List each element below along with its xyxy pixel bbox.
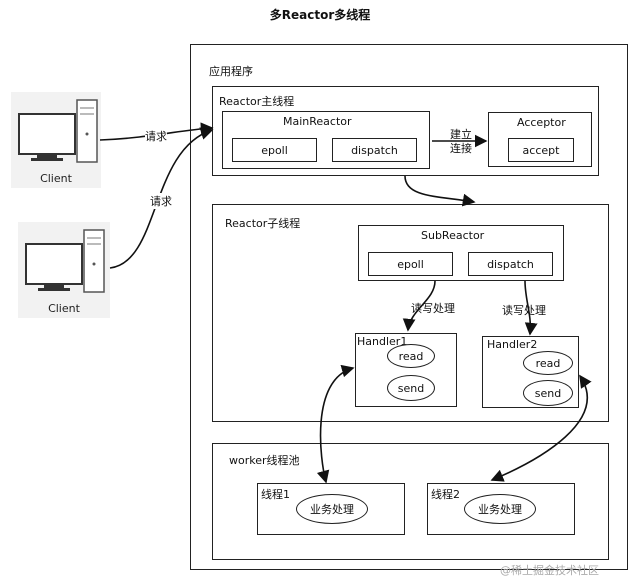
main-dispatch-box: dispatch — [332, 138, 417, 162]
client-1: Client — [11, 92, 101, 188]
handler2-read: read — [523, 351, 573, 375]
diagram-title: 多Reactor多线程 — [269, 8, 371, 22]
handler1-label: Handler1 — [357, 335, 408, 348]
thread2-label: 线程2 — [431, 488, 460, 501]
handler2-label: Handler2 — [487, 338, 538, 351]
client-1-label: Client — [40, 172, 72, 185]
connect-label-1: 建立 — [450, 128, 472, 141]
handler1-thread1-arrow — [316, 364, 355, 484]
computer-icon — [18, 99, 98, 163]
sub-epoll-box: epoll — [368, 252, 453, 276]
application-label: 应用程序 — [209, 65, 253, 78]
handler1-send: send — [387, 375, 435, 401]
dispatch-to-handler2-arrow — [524, 280, 538, 336]
worker-pool-label: worker线程池 — [229, 454, 300, 467]
request-label-2: 请求 — [150, 193, 172, 209]
main-reactor-label: MainReactor — [283, 115, 352, 128]
connect-label-2: 连接 — [450, 142, 472, 155]
dispatch-to-handler1-arrow — [402, 280, 436, 332]
main-to-sub-arrow — [404, 175, 476, 207]
main-epoll-box: epoll — [232, 138, 317, 162]
handler1-read: read — [387, 344, 435, 368]
thread1-task: 业务处理 — [296, 494, 368, 524]
client-2-label: Client — [48, 302, 80, 315]
watermark: @稀土掘金技术社区 — [500, 564, 599, 577]
sub-thread-label: Reactor子线程 — [225, 217, 301, 230]
accept-box: accept — [508, 138, 574, 162]
handler2-thread2-arrow — [490, 374, 592, 482]
acceptor-label: Acceptor — [517, 116, 566, 129]
main-thread-label: Reactor主线程 — [219, 95, 295, 108]
sub-dispatch-box: dispatch — [468, 252, 553, 276]
computer-icon — [25, 229, 105, 293]
request-label-1: 请求 — [145, 128, 167, 144]
rw-label-2: 读写处理 — [502, 304, 546, 317]
thread1-label: 线程1 — [261, 488, 290, 501]
sub-reactor-label: SubReactor — [421, 229, 485, 242]
thread2-task: 业务处理 — [464, 494, 536, 524]
client-2: Client — [18, 222, 110, 318]
